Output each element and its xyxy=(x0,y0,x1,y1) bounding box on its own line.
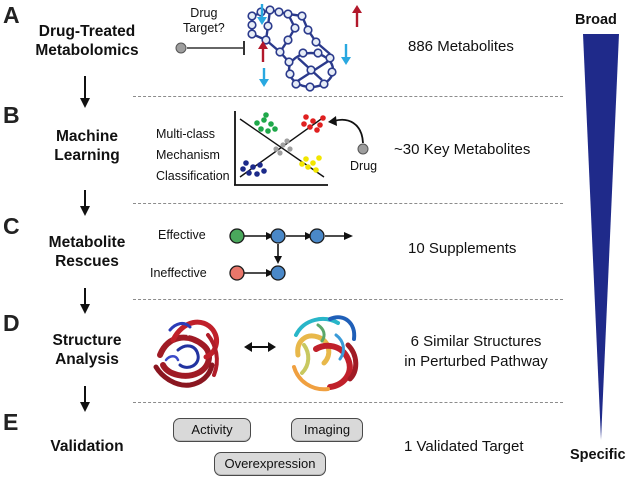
classification-line1: Multi-class xyxy=(156,127,216,141)
step-title-c-line1: Metabolite xyxy=(48,234,126,251)
separator-line xyxy=(133,203,563,204)
drug-label: Drug xyxy=(350,159,378,173)
arrow-down-icon xyxy=(341,44,351,65)
down-arrow-icon xyxy=(80,190,90,216)
effective-label: Effective xyxy=(158,228,206,242)
arrow-up-icon xyxy=(352,5,362,27)
step-letter-d: D xyxy=(3,310,20,336)
drug-target-label: Drug Target? xyxy=(183,6,225,36)
step-title-a: Drug-Treated Metabolomics xyxy=(22,22,152,60)
drug-target-line1: Drug xyxy=(190,6,218,20)
step-title-a-line1: Drug-Treated xyxy=(38,23,136,40)
overexpression-button[interactable]: Overexpression xyxy=(214,452,326,476)
activity-button[interactable]: Activity xyxy=(173,418,251,442)
funnel-top-label: Broad xyxy=(575,12,617,28)
result-d-line2: in Perturbed Pathway xyxy=(404,353,548,370)
imaging-button[interactable]: Imaging xyxy=(291,418,363,442)
ineffective-label: Ineffective xyxy=(150,266,207,280)
protein-structures xyxy=(153,315,359,392)
classification-line3: Classification xyxy=(156,169,230,183)
step-title-d-line2: Analysis xyxy=(55,351,119,368)
result-d-line1: 6 Similar Structures xyxy=(410,333,542,350)
down-arrow-icon xyxy=(80,76,90,108)
classification-line2: Mechanism xyxy=(156,148,220,162)
result-c: 10 Supplements xyxy=(408,240,517,257)
step-title-e: Validation xyxy=(22,437,152,456)
result-d: 6 Similar Structures in Perturbed Pathwa… xyxy=(386,332,566,372)
down-arrow-icon xyxy=(80,386,90,412)
step-title-b: Machine Learning xyxy=(22,127,152,165)
step-letter-e: E xyxy=(3,409,19,435)
funnel-bottom-label: Specific xyxy=(570,447,626,463)
step-title-c-line2: Rescues xyxy=(55,253,119,270)
step-title-a-line2: Metabolomics xyxy=(35,42,139,59)
step-title-e-line1: Validation xyxy=(50,438,124,455)
step-title-b-line1: Machine xyxy=(55,128,118,145)
protein-structure-left xyxy=(153,319,219,388)
result-e: 1 Validated Target xyxy=(404,438,524,455)
metabolic-network-diagram xyxy=(175,4,362,92)
protein-structure-right xyxy=(292,315,359,392)
step-title-c: Metabolite Rescues xyxy=(22,233,152,271)
separator-line xyxy=(133,299,563,300)
separator-line xyxy=(133,96,563,97)
step-arrows xyxy=(80,76,90,412)
step-letter-a: A xyxy=(3,2,20,28)
step-title-d-line1: Structure xyxy=(52,332,122,349)
step-title-b-line2: Learning xyxy=(54,147,120,164)
down-arrow-icon xyxy=(80,288,90,314)
funnel-triangle xyxy=(583,34,619,440)
arrow-down-icon xyxy=(259,68,269,87)
arrow-down-icon xyxy=(257,4,267,25)
result-a: 886 Metabolites xyxy=(408,38,514,55)
step-letter-b: B xyxy=(3,102,20,128)
separator-line xyxy=(133,402,563,403)
classification-label: Multi-class Mechanism Classification xyxy=(156,124,230,187)
rescue-pathway-diagram xyxy=(229,228,353,281)
step-title-d: Structure Analysis xyxy=(22,331,152,369)
step-letter-c: C xyxy=(3,213,20,239)
double-arrow-icon xyxy=(244,342,276,352)
arrow-up-icon xyxy=(258,41,268,62)
result-b: ~30 Key Metabolites xyxy=(394,141,531,158)
classification-plot xyxy=(234,111,369,186)
drug-target-line2: Target? xyxy=(183,21,225,35)
